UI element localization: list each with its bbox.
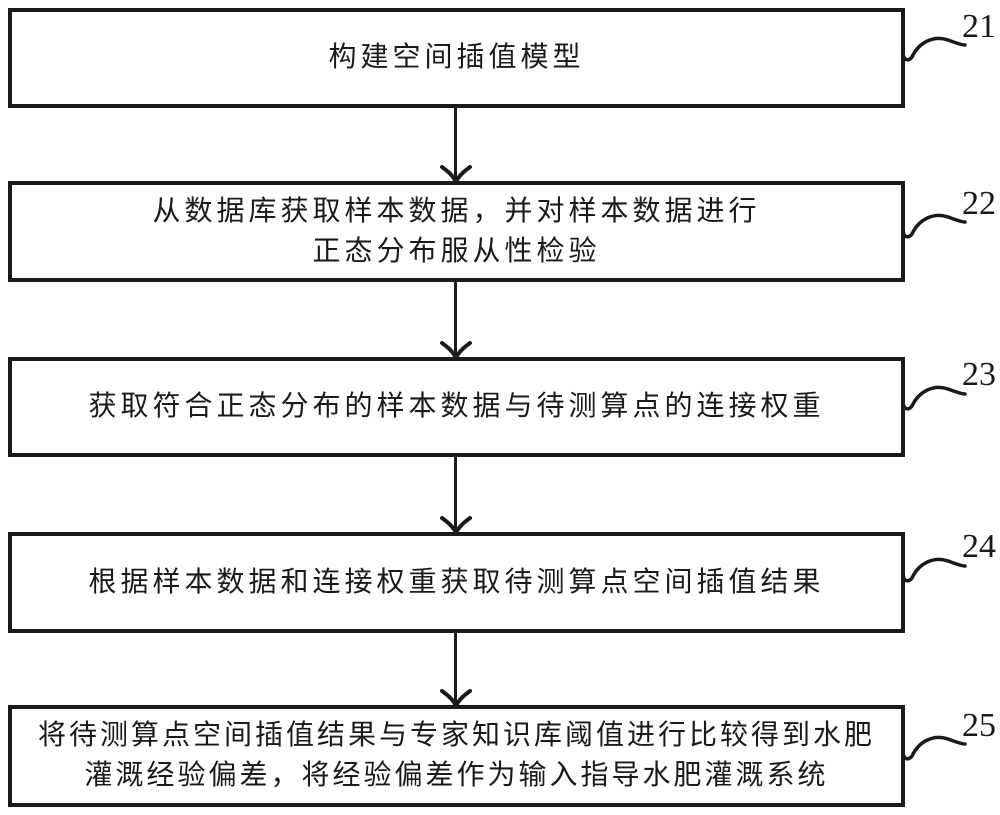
leader-curve-1	[901, 32, 967, 64]
arrow-head-icon	[440, 341, 472, 359]
flow-step-2-text-2: 正态分布服从性检验	[312, 235, 601, 267]
arrow-shaft	[454, 632, 457, 706]
arrow-shaft	[454, 107, 457, 182]
down-arrow-3	[440, 456, 472, 534]
flow-step-5-text-2: 灌溉经验偏差，将经验偏差作为输入指导水肥灌溉系统	[84, 760, 829, 791]
down-arrow-1	[440, 107, 472, 183]
leader-curve-5	[901, 731, 967, 763]
leader-curve-2	[901, 209, 967, 241]
arrow-head-icon	[440, 516, 472, 534]
arrow-shaft	[454, 456, 457, 533]
flow-step-5: 将待测算点空间插值结果与专家知识库阈值进行比较得到水肥 灌溉经验偏差，将经验偏差…	[8, 705, 905, 807]
ref-label-3: 23	[962, 356, 996, 393]
ref-label-2: 22	[962, 185, 996, 222]
ref-label-1: 21	[962, 8, 996, 45]
down-arrow-4	[440, 632, 472, 707]
ref-label-5: 25	[962, 707, 996, 744]
flow-step-4: 根据样本数据和连接权重获取待测算点空间插值结果	[8, 532, 905, 633]
flow-step-2-text: 从数据库获取样本数据，并对样本数据进行	[152, 195, 761, 227]
flow-step-1: 构建空间插值模型	[8, 8, 905, 108]
flow-step-5-text: 将待测算点空间插值结果与专家知识库阈值进行比较得到水肥	[37, 720, 875, 751]
arrow-shaft	[454, 281, 457, 358]
arrow-head-icon	[440, 689, 472, 707]
flow-step-2: 从数据库获取样本数据，并对样本数据进行 正态分布服从性检验	[8, 181, 905, 282]
flow-step-4-text: 根据样本数据和连接权重获取待测算点空间插值结果	[88, 566, 825, 598]
leader-curve-4	[901, 553, 967, 585]
ref-label-4: 24	[962, 528, 996, 565]
flow-step-3: 获取符合正态分布的样本数据与待测算点的连接权重	[8, 357, 905, 457]
arrow-head-icon	[440, 165, 472, 183]
flow-step-1-text: 构建空间插值模型	[328, 42, 585, 73]
flow-step-3-text: 获取符合正态分布的样本数据与待测算点的连接权重	[88, 391, 825, 422]
leader-curve-3	[901, 381, 967, 413]
down-arrow-2	[440, 281, 472, 359]
